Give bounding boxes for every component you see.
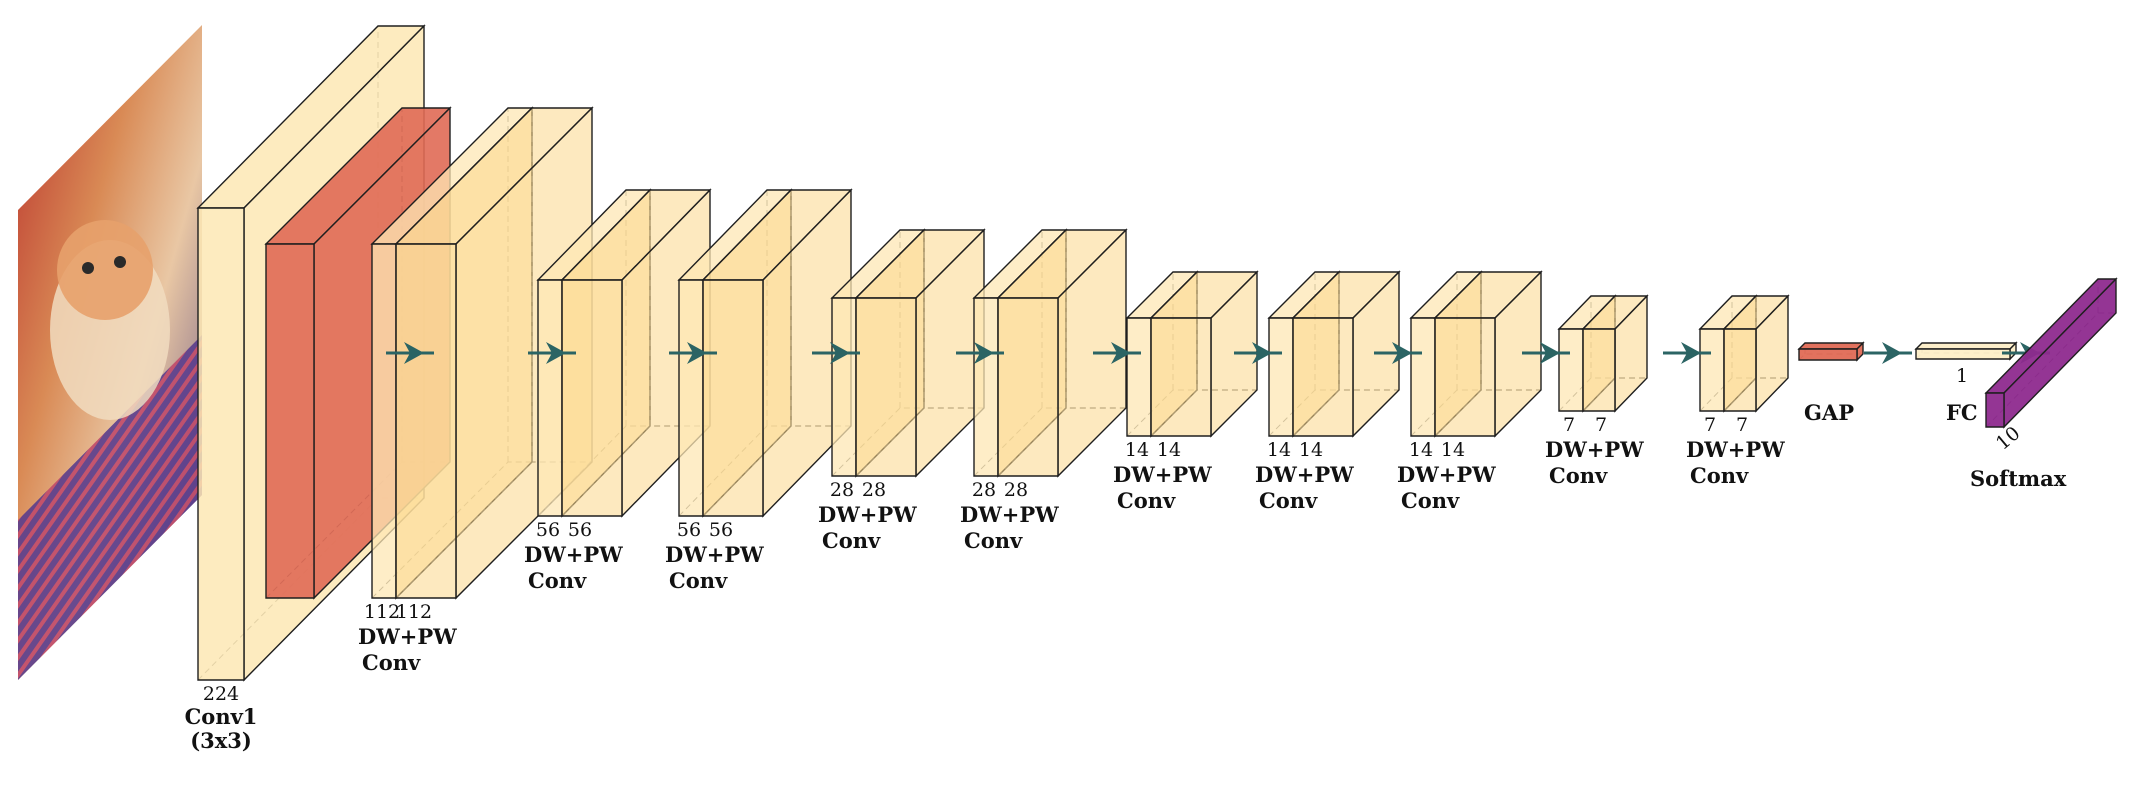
pw-conv-slab-4 [854, 228, 986, 478]
block-9-label-conv: Conv [1549, 463, 1608, 488]
block-8-dim-depthwise: 14 [1409, 439, 1433, 461]
flow-arrow-3 [669, 342, 717, 364]
conv1-dim-label: 224 [203, 683, 239, 705]
block-2-label-conv: Conv [528, 568, 587, 593]
block-5-label-conv: Conv [964, 528, 1023, 553]
block-7-label-conv: Conv [1259, 488, 1318, 513]
flow-arrow-8 [1374, 342, 1422, 364]
block-8-label-conv: Conv [1401, 488, 1460, 513]
pw-conv-slab-5 [996, 228, 1128, 478]
kitten-head-icon [57, 220, 153, 320]
gap-label: GAP [1804, 400, 1854, 425]
block-2-dim-pointwise: 56 [568, 519, 592, 541]
block-4-label-conv: Conv [822, 528, 881, 553]
fc-dim-label: 1 [1956, 365, 1968, 387]
block-1-label-conv: Conv [362, 650, 421, 675]
block-4-dim-pointwise: 28 [862, 479, 886, 501]
block-5-label: DW+PW [960, 502, 1059, 527]
block-9-dim-depthwise: 7 [1563, 414, 1575, 436]
flow-arrow-gap-fc [1864, 342, 1912, 364]
block-8-label: DW+PW [1397, 462, 1496, 487]
block-10-dim-depthwise: 7 [1704, 414, 1716, 436]
fc-label: FC [1946, 400, 1978, 425]
block-1-label: DW+PW [358, 624, 457, 649]
flow-arrow-5 [956, 342, 1004, 364]
pw-conv-slab-9 [1581, 294, 1649, 413]
flow-arrow-6 [1093, 342, 1141, 364]
block-7-dim-depthwise: 14 [1267, 439, 1291, 461]
block-5-dim-depthwise: 28 [972, 479, 996, 501]
block-2-dim-depthwise: 56 [536, 519, 560, 541]
softmax-label: Softmax [1970, 466, 2067, 491]
conv1-label: Conv1 [185, 704, 258, 729]
gap-block [1797, 341, 1865, 362]
softmax-block [1984, 277, 2118, 429]
block-9-dim-pointwise: 7 [1595, 414, 1607, 436]
block-7-dim-pointwise: 14 [1299, 439, 1323, 461]
flow-arrow-2 [528, 342, 576, 364]
block-3-label-conv: Conv [669, 568, 728, 593]
block-7-label: DW+PW [1255, 462, 1354, 487]
block-10-label-conv: Conv [1690, 463, 1749, 488]
block-8-dim-pointwise: 14 [1441, 439, 1465, 461]
block-3-label: DW+PW [665, 542, 764, 567]
flow-arrow-4 [812, 342, 860, 364]
block-6-dim-depthwise: 14 [1125, 439, 1149, 461]
pw-conv-slab-10 [1722, 294, 1790, 413]
block-10-dim-pointwise: 7 [1736, 414, 1748, 436]
block-6-label-conv: Conv [1117, 488, 1176, 513]
pw-conv-slab-8 [1433, 270, 1543, 438]
input-image-kitten [18, 25, 202, 680]
block-9-label: DW+PW [1545, 437, 1644, 462]
block-1-dim-depthwise: 112 [364, 601, 400, 623]
block-4-label: DW+PW [818, 502, 917, 527]
pw-conv-slab-6 [1149, 270, 1259, 438]
conv1-kernel-label: (3x3) [190, 728, 252, 753]
pw-conv-slab-3 [701, 188, 853, 518]
block-3-dim-depthwise: 56 [677, 519, 701, 541]
block-6-dim-pointwise: 14 [1157, 439, 1181, 461]
flow-arrow-1 [386, 342, 434, 364]
block-10-label: DW+PW [1686, 437, 1785, 462]
block-5-dim-pointwise: 28 [1004, 479, 1028, 501]
block-2-label: DW+PW [524, 542, 623, 567]
block-4-dim-depthwise: 28 [830, 479, 854, 501]
block-6-label: DW+PW [1113, 462, 1212, 487]
flow-arrow-7 [1234, 342, 1282, 364]
block-3-dim-pointwise: 56 [709, 519, 733, 541]
fc-block [1914, 341, 2018, 361]
flow-arrow-9 [1522, 342, 1570, 364]
block-1-dim-pointwise: 112 [396, 601, 432, 623]
flow-arrow-10 [1663, 342, 1711, 364]
